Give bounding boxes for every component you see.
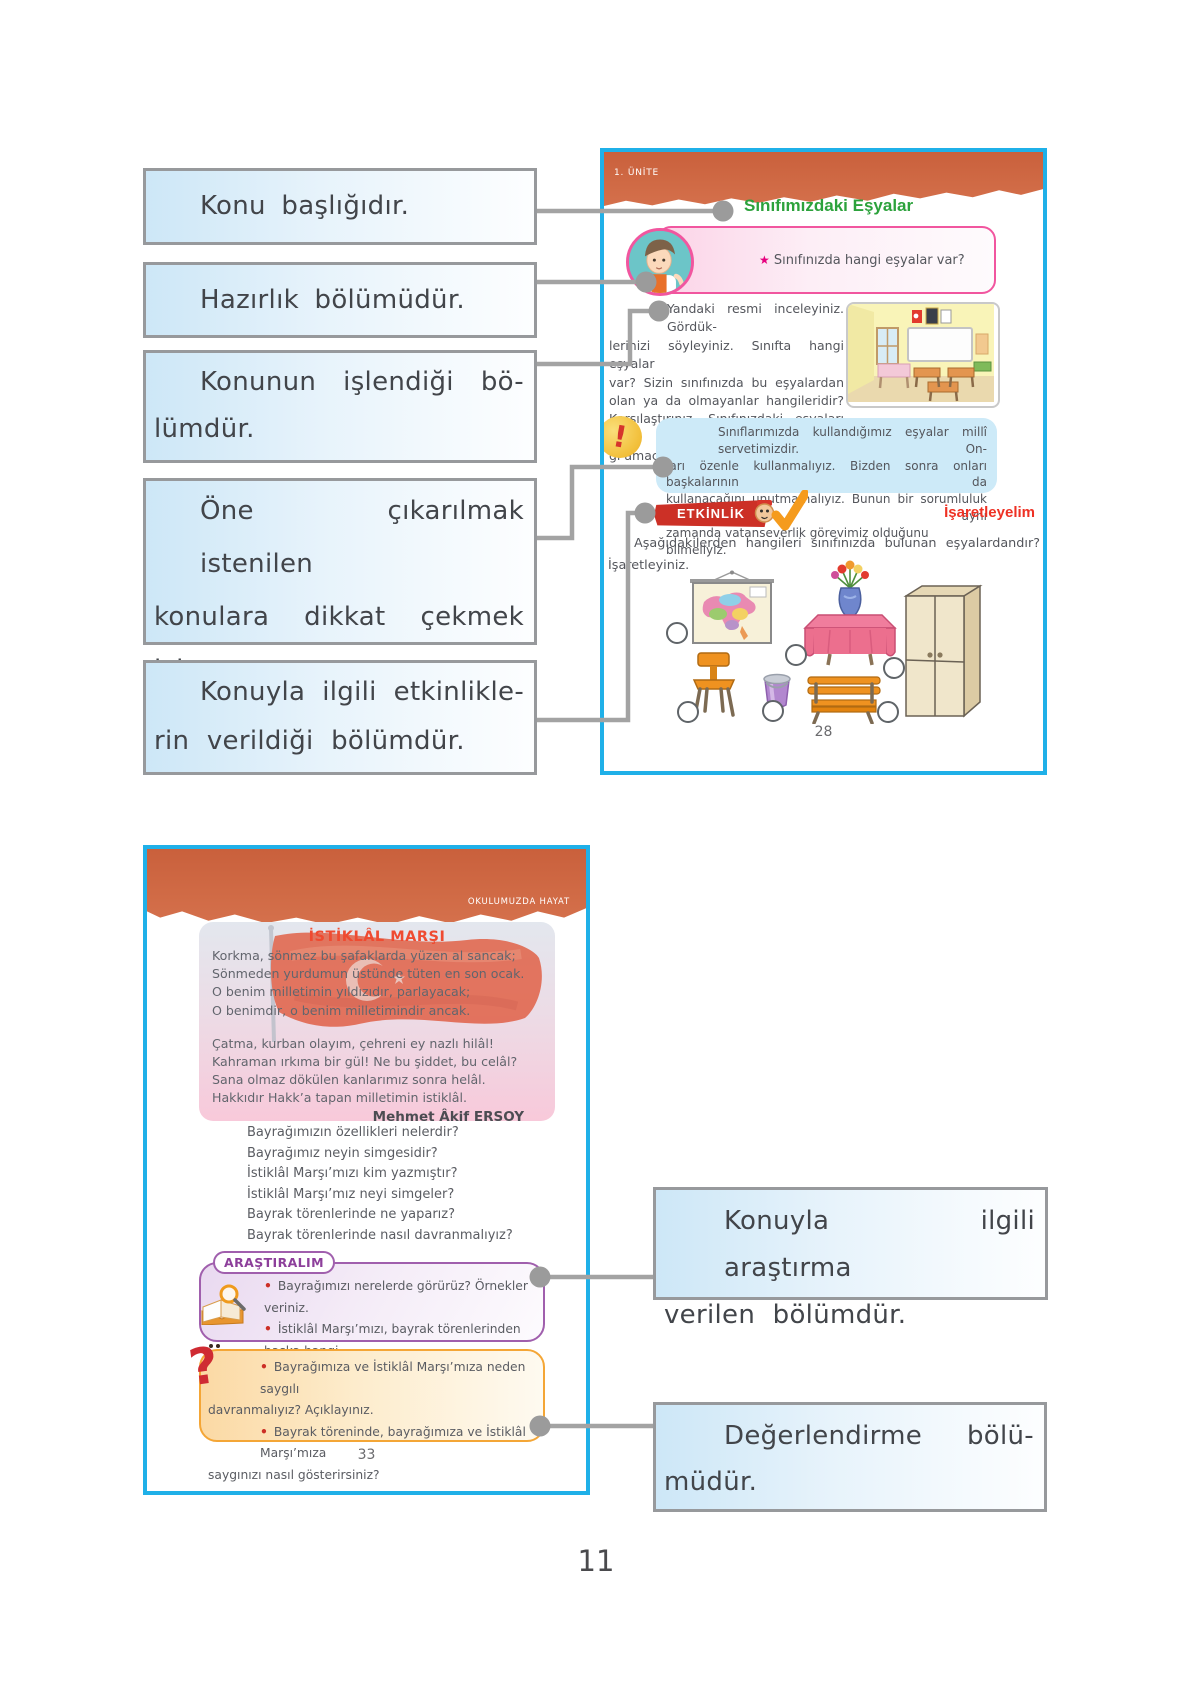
callout-text: Konu başlığıdır. <box>200 191 410 221</box>
boy-avatar <box>626 228 694 296</box>
callout-topic-title: Konu başlığıdır. <box>143 168 537 245</box>
callout-text: rin verildiği bölümdür. <box>154 726 465 756</box>
callout-research-section: Konuyla ilgili araştırma verilen bölümdü… <box>653 1187 1048 1330</box>
research-box: •Bayrağımızı nerelerde görürüz? Örnekler… <box>199 1262 545 1379</box>
unit-header-band: OKULUMUZDA HAYAT <box>147 849 586 925</box>
callout-text: müdür. <box>664 1467 758 1497</box>
anthem-author: Mehmet Âkif ERSOY <box>372 1108 524 1121</box>
checkbox-map[interactable] <box>666 622 688 644</box>
activity-banner: ETKİNLİK <box>654 500 768 527</box>
document-page-number: 11 <box>577 1544 615 1578</box>
callout-warning-section: Öne çıkarılmak istenilen konulara dikkat… <box>143 478 537 738</box>
callout-text: Hazırlık bölümüdür. <box>200 285 465 315</box>
textbook-page-preview-28: 1. ÜNİTE Sınıfımızdaki Eşyalar ★ Sınıfın… <box>600 148 1047 775</box>
star-icon: ★ <box>759 253 770 267</box>
anthem-box: İSTİKLÂL MARŞI Korkma, sönmez bu şafakla… <box>199 922 555 1121</box>
checkbox-bucket[interactable] <box>762 700 784 722</box>
preparation-box: ★ Sınıfınızda hangi eşyalar var? <box>657 226 996 294</box>
checkbox-wardrobe[interactable] <box>883 657 905 679</box>
question-mark-icon: ? <box>187 1337 222 1395</box>
callout-activities-section: Konuyla ilgili etkinlikle- rin verildiği… <box>143 660 537 775</box>
wall-map-icon <box>690 570 774 644</box>
bullet-icon: • <box>264 1279 272 1293</box>
callout-text: Değerlendirme bölü- <box>724 1421 1034 1451</box>
book-magnifier-icon <box>201 1284 246 1325</box>
research-box-label: ARAŞTIRALIM <box>213 1251 335 1274</box>
boy-illustration <box>629 231 691 293</box>
callout-evaluation-section: Değerlendirme bölü- müdür. <box>653 1402 1047 1512</box>
patriotism-info-box: Sınıflarımızda kullandığımız eşyalar mil… <box>656 418 997 557</box>
unit-title-label: OKULUMUZDA HAYAT <box>467 897 570 907</box>
checkbox-chair[interactable] <box>677 701 699 723</box>
callout-text: Öne çıkarılmak istenilen <box>200 496 524 579</box>
bullet-icon: • <box>260 1424 268 1439</box>
callout-text: lümdür. <box>154 414 255 444</box>
prep-question: ★ Sınıfınızda hangi eşyalar var? <box>759 253 965 268</box>
callout-text: Konuyla ilgili araştırma <box>724 1206 1035 1283</box>
callout-topic-body: Konunun işlendiği bö- lümdür. <box>143 350 537 463</box>
classroom-illustration <box>848 304 994 402</box>
page-number: 28 <box>814 724 833 740</box>
exclamation-icon: ! <box>604 416 642 458</box>
checkbox-bench[interactable] <box>877 701 899 723</box>
checkbox-table[interactable] <box>785 644 807 666</box>
chair-icon <box>692 652 736 717</box>
bullet-icon: • <box>264 1322 272 1336</box>
unit-label: 1. ÜNİTE <box>614 168 660 178</box>
activity-type-label: İşaretleyelim <box>944 504 1035 521</box>
wardrobe-icon <box>903 584 983 718</box>
page-number: 33 <box>357 1447 376 1463</box>
topic-title: Sınıfımızdaki Eşyalar <box>744 196 914 215</box>
pencil-check-icon <box>754 490 808 531</box>
evaluation-box: •Bayrağımıza ve İstiklâl Marşı’mıza nede… <box>199 1349 545 1482</box>
table-with-flowers-icon <box>803 560 897 666</box>
bullet-icon: • <box>260 1360 268 1374</box>
callout-text: Konunun işlendiği bö- <box>200 367 524 397</box>
turkish-flag-illustration <box>268 925 542 1043</box>
classroom-picture <box>846 302 1000 408</box>
bench-icon <box>807 676 881 724</box>
callout-preparation: Hazırlık bölümüdür. <box>143 262 537 338</box>
anthem-title: İSTİKLÂL MARŞI <box>308 929 446 945</box>
anthem-text: Korkma, sönmez bu şafaklarda yüzen al sa… <box>212 947 542 1121</box>
callout-text: Konuyla ilgili etkinlikle- <box>200 677 524 707</box>
textbook-page-preview-33: OKULUMUZDA HAYAT İSTİKLÂL MARŞI Korkma, … <box>143 845 590 1495</box>
callout-text: verilen bölümdür. <box>664 1300 907 1330</box>
discussion-questions: Bayrağımızın özellikleri nelerdir? Bayra… <box>247 1125 513 1243</box>
